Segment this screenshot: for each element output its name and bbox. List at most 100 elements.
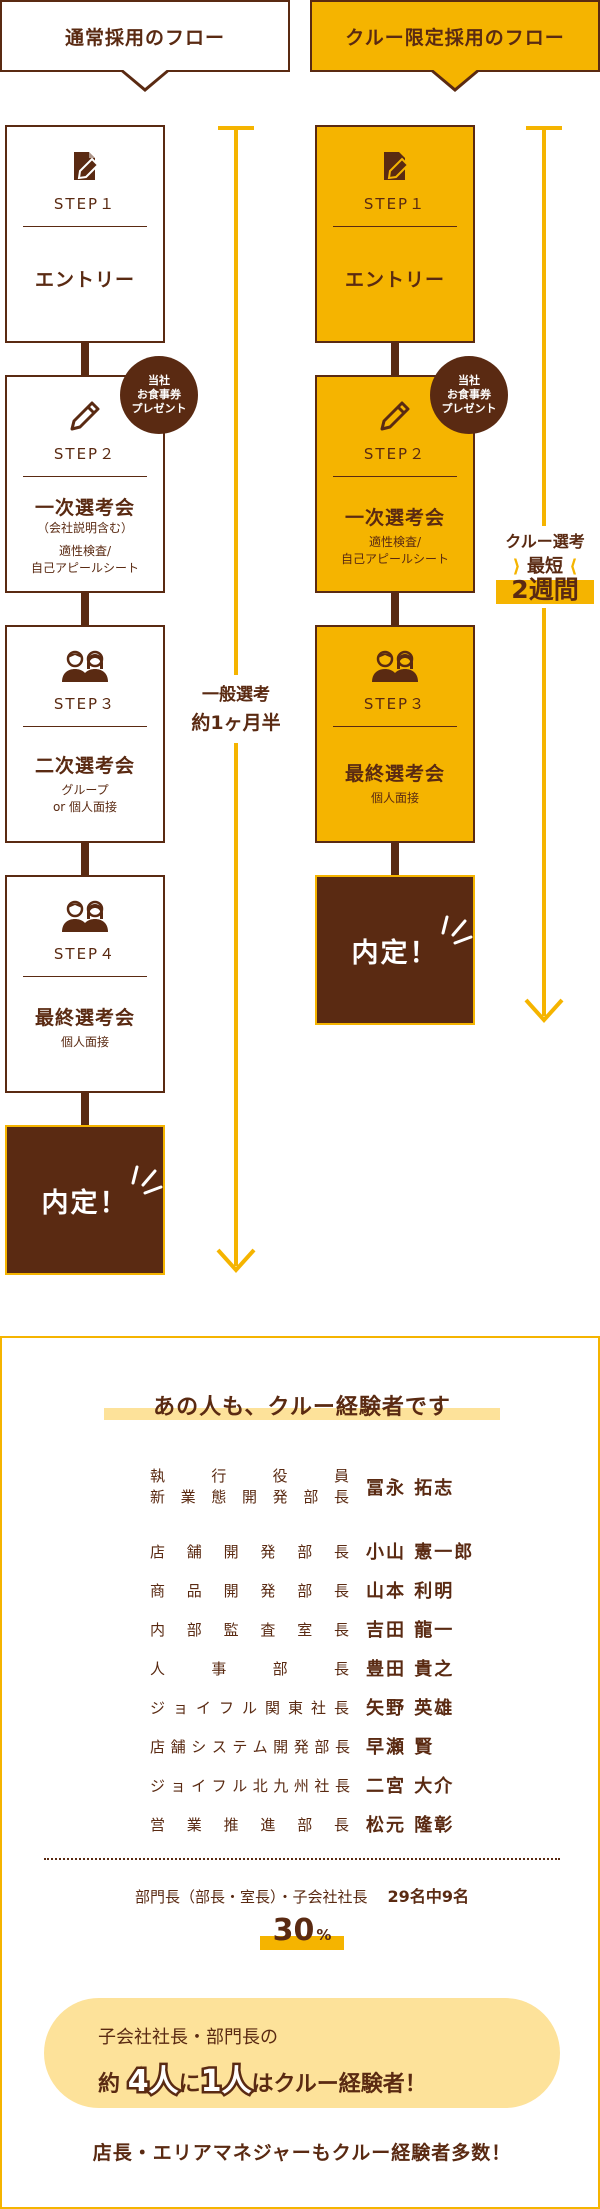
person-name: 早瀬 賢 — [366, 1737, 435, 1758]
step-label: STEP１ — [363, 195, 427, 213]
document-pen-icon — [68, 149, 102, 183]
step-note: 個人面接 — [370, 791, 419, 805]
percent-highlight — [260, 1936, 344, 1950]
pill-text: 子会社社長・部門長の — [98, 2027, 278, 2048]
meal-voucher-badge: 当社お食事券プレゼント — [430, 356, 508, 434]
step4-card: STEP４ 最終選考会 個人面接 — [5, 875, 165, 1093]
divider — [333, 226, 457, 227]
step-label: STEP３ — [363, 695, 427, 713]
person-role: 人 事 部 長 — [150, 1659, 350, 1678]
connector — [391, 842, 399, 878]
person-row: 人 事 部 長 豊田 貴之 — [150, 1655, 490, 1681]
step-title: 最終選考会 — [34, 1007, 135, 1029]
person-name: 山本 利明 — [366, 1581, 455, 1602]
crew-step3-card: STEP３ 最終選考会 個人面接 — [315, 625, 475, 843]
person-row: 営業推進部長 松元 隆彰 — [150, 1811, 490, 1837]
normal-flow-header: 通常採用のフロー — [0, 0, 290, 72]
step-label: STEP３ — [53, 695, 117, 713]
step-title: 二次選考会 — [34, 755, 135, 777]
person-name: 松元 隆彰 — [366, 1815, 455, 1836]
step-note: 自己アピールシート — [30, 561, 139, 575]
sparkle-icon — [131, 1165, 162, 1194]
step-note: （会社説明含む） — [36, 521, 133, 535]
person-role: 営業推進部長 — [150, 1815, 350, 1834]
step-title: 一次選考会 — [34, 497, 135, 519]
arrow-down-icon — [216, 1248, 256, 1273]
connector — [391, 340, 399, 376]
header-notch-inner — [121, 68, 169, 88]
step-label: STEP２ — [363, 445, 427, 463]
arrow-down-icon — [524, 998, 564, 1023]
title-highlight — [104, 1408, 500, 1420]
step-title: エントリー — [34, 269, 135, 291]
divider — [23, 726, 147, 727]
person-row: 商品開発部長 山本 利明 — [150, 1577, 490, 1603]
person-row: 内部監査室長 吉田 龍一 — [150, 1616, 490, 1642]
person-name: 吉田 龍一 — [366, 1620, 455, 1641]
crew-alumni-panel: あの人も、クルー経験者です 執 行 役 員新業態開発部長 冨永 拓志 店舗開発部… — [0, 1336, 600, 2209]
crew-step1-card: STEP１ エントリー — [315, 125, 475, 343]
connector — [81, 340, 89, 376]
pencil-icon — [68, 399, 102, 433]
connector — [81, 842, 89, 878]
step-note: 適性検査/ — [368, 535, 422, 549]
step1-card: STEP１ エントリー — [5, 125, 165, 343]
sparkle-icon — [441, 915, 472, 944]
pill-headline: 約 4人に1人はクルー経験者！ — [98, 2062, 427, 2102]
highlight-pill — [44, 1998, 560, 2108]
divider — [23, 476, 147, 477]
person-role: ジョイフル関東社長 — [150, 1698, 350, 1717]
meal-voucher-badge: 当社お食事券プレゼント — [120, 356, 198, 434]
crew-duration-label: クルー選考 ⟩ 最短 ⟨ 2週間 — [490, 526, 600, 608]
person-role: 内部監査室長 — [150, 1620, 350, 1639]
step-title: 一次選考会 — [344, 507, 445, 529]
connector — [81, 1092, 89, 1128]
divider — [23, 976, 147, 977]
person-role: 店舗システム開発部長 — [150, 1737, 350, 1756]
person-role: 商品開発部長 — [150, 1581, 350, 1600]
person-row: 店舗開発部長 小山 憲一郎 — [150, 1538, 490, 1564]
person-name: 小山 憲一郎 — [366, 1542, 475, 1563]
job-offer-box: 内定！ — [5, 1125, 165, 1275]
divider — [333, 726, 457, 727]
dotted-divider — [44, 1858, 560, 1860]
person-row: 店舗システム開発部長 早瀬 賢 — [150, 1733, 490, 1759]
person-row: 執 行 役 員新業態開発部長 冨永 拓志 — [150, 1466, 490, 1508]
connector — [81, 592, 89, 628]
connector — [391, 592, 399, 628]
person-name: 豊田 貴之 — [366, 1659, 455, 1680]
two-people-icon — [60, 649, 110, 683]
divider — [23, 226, 147, 227]
person-role: ジョイフル北九州社長 — [150, 1776, 350, 1795]
crew-flow-header: クルー限定採用のフロー — [310, 0, 600, 72]
two-people-icon — [370, 649, 420, 683]
person-role: 執 行 役 員新業態開発部長 — [150, 1467, 350, 1506]
header-notch-inner — [431, 68, 479, 88]
person-name: 冨永 拓志 — [366, 1478, 455, 1499]
two-people-icon — [60, 899, 110, 933]
step3-card: STEP３ 二次選考会 グループ or 個人面接 — [5, 625, 165, 843]
step-note: 適性検査/ — [58, 544, 112, 558]
step-title: エントリー — [344, 269, 445, 291]
normal-duration-label: 一般選考 約1ヶ月半 — [180, 675, 292, 743]
person-name: 二宮 大介 — [366, 1776, 455, 1797]
person-row: ジョイフル北九州社長 二宮 大介 — [150, 1772, 490, 1798]
document-pen-icon — [378, 149, 412, 183]
divider — [333, 476, 457, 477]
step-note: 個人面接 — [60, 1035, 109, 1049]
person-name: 矢野 英雄 — [366, 1698, 455, 1719]
step-note: or 個人面接 — [52, 800, 118, 814]
percent-value: 30% — [272, 1913, 332, 1948]
step-note: グループ — [61, 783, 109, 797]
crew-job-offer-box: 内定！ — [315, 875, 475, 1025]
step-note: 自己アピールシート — [340, 552, 449, 566]
panel-footer: 店長・エリアマネジャーもクルー経験者多数！ — [92, 2142, 512, 2164]
step-label: STEP４ — [53, 945, 117, 963]
panel-title: あの人も、クルー経験者です — [153, 1395, 451, 1420]
pencil-icon — [378, 399, 412, 433]
step-label: STEP２ — [53, 445, 117, 463]
person-role: 店舗開発部長 — [150, 1542, 350, 1561]
person-row: ジョイフル関東社長 矢野 英雄 — [150, 1694, 490, 1720]
step-label: STEP１ — [53, 195, 117, 213]
